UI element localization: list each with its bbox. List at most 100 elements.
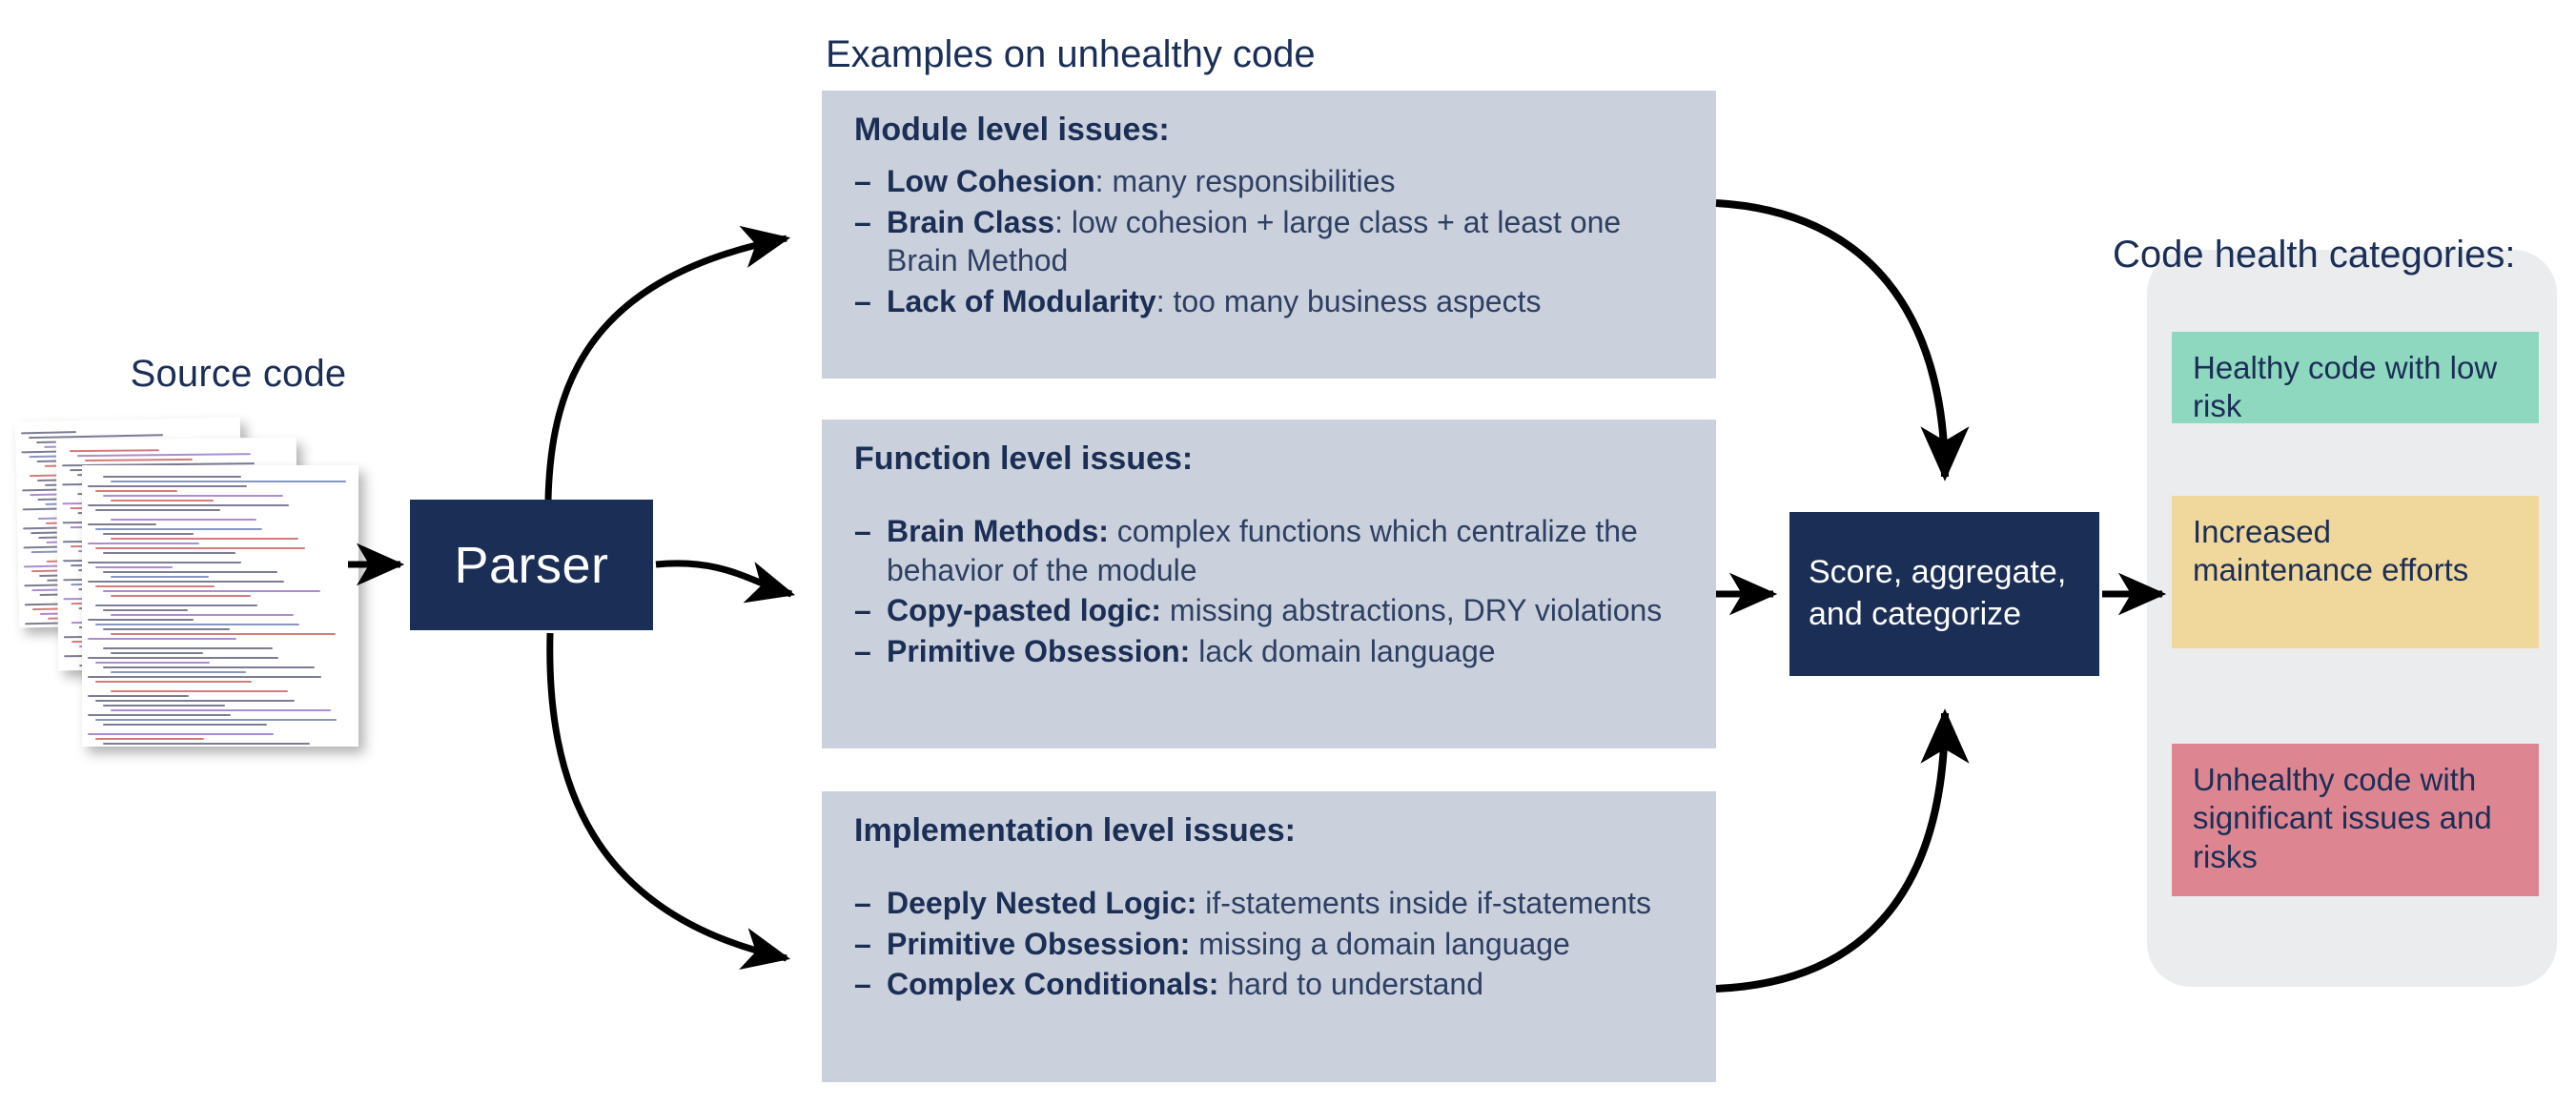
- code-line: [103, 628, 231, 630]
- code-line: [88, 504, 290, 506]
- panel-title: Module level issues:: [854, 112, 1170, 148]
- bullet-dash: –: [854, 886, 871, 921]
- code-line: [95, 566, 173, 568]
- score-aggregate-categorize-box[interactable]: Score, aggregate, and categorize: [1789, 512, 2099, 676]
- panel-title: Implementation level issues:: [854, 812, 1296, 849]
- code-line: [103, 476, 241, 478]
- code-line: [20, 431, 77, 435]
- code-line: [88, 676, 321, 678]
- list-item: – Copy-pasted logic: missing abstraction…: [854, 591, 1684, 630]
- code-line: [103, 533, 194, 535]
- list-item: – Deeply Nested Logic: if-statements ins…: [854, 884, 1684, 923]
- list-item: – Low Cohesion: many responsibilities: [854, 162, 1684, 201]
- issue-list: – Low Cohesion: many responsibilities – …: [854, 162, 1684, 321]
- bullet-dash: –: [854, 926, 871, 961]
- code-line: [95, 738, 204, 740]
- issue-description: many responsibilities: [1112, 164, 1396, 199]
- issue-separator: [1190, 927, 1198, 961]
- score-line-2: and categorize: [1809, 596, 2022, 632]
- code-line: [88, 600, 114, 602]
- code-sheet-front: [82, 465, 358, 747]
- code-line: [76, 453, 252, 458]
- code-line: [88, 733, 274, 735]
- issue-separator: [1196, 886, 1205, 920]
- panel-function-level-issues: Function level issues: – Brain Methods: …: [822, 420, 1716, 748]
- code-line: [111, 576, 209, 578]
- issue-description: complex functions which centralize the b…: [887, 514, 1638, 587]
- issue-list: – Brain Methods: complex functions which…: [854, 512, 1684, 671]
- code-line: [103, 647, 273, 649]
- code-line: [111, 709, 331, 711]
- issue-text: Complex Conditionals: hard to understand: [887, 965, 1684, 1004]
- code-line: [88, 714, 232, 716]
- code-line: [88, 543, 199, 544]
- issue-text: Copy-pasted logic: missing abstractions,…: [887, 591, 1684, 630]
- issue-list: – Deeply Nested Logic: if-statements ins…: [854, 884, 1684, 1004]
- health-card-increased-maintenance[interactable]: Increased maintenance efforts: [2172, 496, 2539, 648]
- code-line: [22, 470, 43, 472]
- code-line: [88, 485, 247, 487]
- list-item: – Brain Class: low cohesion + large clas…: [854, 203, 1684, 280]
- health-card-unhealthy[interactable]: Unhealthy code with significant issues a…: [2172, 744, 2539, 896]
- issue-text: Lack of Modularity: too many business as…: [887, 282, 1684, 321]
- score-box-text: Score, aggregate, and categorize: [1809, 552, 2066, 635]
- code-line: [103, 495, 284, 497]
- code-line: [95, 719, 337, 721]
- list-item: – Lack of Modularity: too many business …: [854, 282, 1684, 321]
- code-line: [103, 514, 130, 516]
- source-code-label: Source code: [130, 353, 347, 395]
- bullet-dash: –: [854, 204, 871, 239]
- issue-term: Complex Conditionals:: [887, 967, 1219, 1002]
- code-line: [69, 449, 159, 453]
- issue-description: low cohesion + large class + at least on…: [887, 204, 1622, 278]
- code-line: [103, 571, 278, 573]
- code-line: [31, 513, 51, 515]
- code-line: [95, 547, 305, 549]
- code-line: [88, 657, 279, 659]
- list-item: – Brain Methods: complex functions which…: [854, 512, 1684, 589]
- issue-term: Primitive Obsession:: [887, 633, 1191, 668]
- code-line: [111, 519, 256, 521]
- code-line: [88, 638, 236, 640]
- issue-description: if-statements inside if-statements: [1205, 886, 1652, 921]
- bullet-dash: –: [854, 967, 871, 1002]
- bullet-dash: –: [854, 514, 871, 549]
- code-line: [111, 690, 289, 692]
- code-line: [111, 633, 337, 635]
- panel-implementation-level-issues: Implementation level issues: – Deeply Ne…: [822, 791, 1716, 1082]
- issue-term: Primitive Obsession:: [887, 926, 1191, 961]
- issue-separator: :: [1155, 283, 1174, 318]
- issue-term: Copy-pasted logic:: [887, 593, 1162, 628]
- parser-box[interactable]: Parser: [410, 500, 653, 630]
- arrow-parser-to-implementation: [546, 632, 791, 970]
- list-item: – Complex Conditionals: hard to understa…: [854, 965, 1684, 1004]
- list-item: – Primitive Obsession: lack domain langu…: [854, 632, 1684, 671]
- code-line: [111, 652, 204, 654]
- arrow-implementation-to-score: [1715, 708, 1970, 993]
- code-line: [103, 590, 320, 592]
- health-card-healthy[interactable]: Healthy code with low risk: [2172, 332, 2539, 423]
- issue-text: Primitive Obsession: missing a domain la…: [887, 925, 1684, 964]
- bullet-dash: –: [854, 283, 871, 318]
- code-line: [95, 624, 300, 625]
- code-line: [111, 671, 246, 673]
- issue-separator: [1161, 593, 1170, 627]
- code-line: [95, 604, 257, 606]
- code-line: [95, 700, 295, 702]
- code-line: [95, 585, 215, 587]
- code-line: [95, 662, 210, 664]
- arrow-module-to-score: [1715, 199, 1970, 481]
- code-line: [95, 681, 253, 683]
- score-line-1: Score, aggregate,: [1809, 554, 2067, 591]
- issue-text: Low Cohesion: many responsibilities: [887, 162, 1684, 201]
- issue-description: lack domain language: [1198, 633, 1496, 668]
- code-line: [103, 705, 225, 707]
- issue-separator: :: [1094, 164, 1113, 199]
- code-health-heading: Code health categories:: [2113, 234, 2516, 276]
- code-line: [111, 500, 215, 502]
- code-line: [103, 724, 268, 726]
- code-line: [111, 538, 299, 540]
- code-line: [88, 619, 194, 621]
- code-line: [111, 595, 252, 597]
